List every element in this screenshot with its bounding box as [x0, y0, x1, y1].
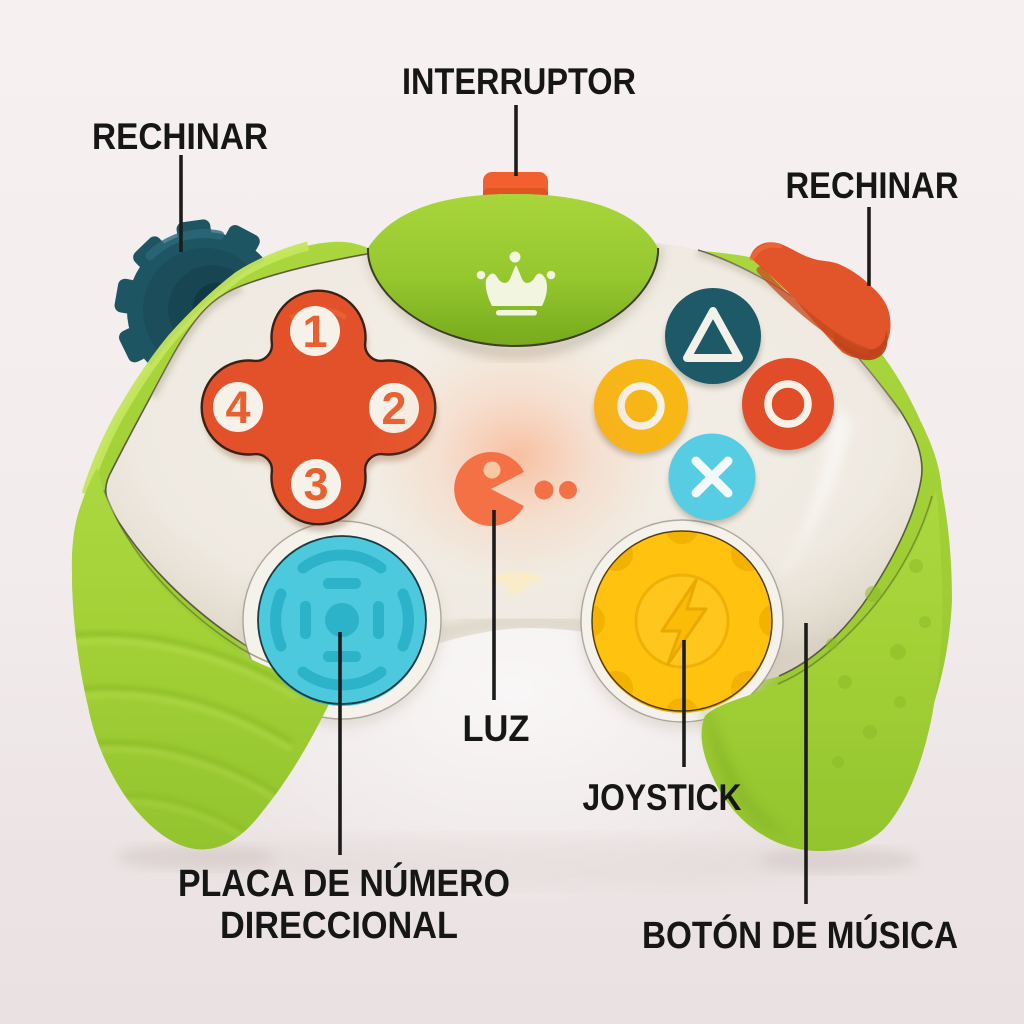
svg-text:INTERRUPTOR: INTERRUPTOR [402, 61, 636, 102]
svg-text:JOYSTICK: JOYSTICK [583, 777, 742, 818]
svg-text:1: 1 [302, 306, 327, 357]
svg-text:4: 4 [225, 382, 250, 433]
svg-text:3: 3 [303, 459, 328, 510]
svg-text:RECHINAR: RECHINAR [786, 165, 959, 206]
svg-text:BOTÓN DE MÚSICA: BOTÓN DE MÚSICA [642, 913, 958, 957]
svg-text:RECHINAR: RECHINAR [92, 116, 268, 157]
svg-text:PLACA DE NÚMERO: PLACA DE NÚMERO [178, 861, 510, 905]
svg-text:LUZ: LUZ [463, 708, 530, 749]
svg-text:DIRECCIONAL: DIRECCIONAL [220, 905, 458, 947]
